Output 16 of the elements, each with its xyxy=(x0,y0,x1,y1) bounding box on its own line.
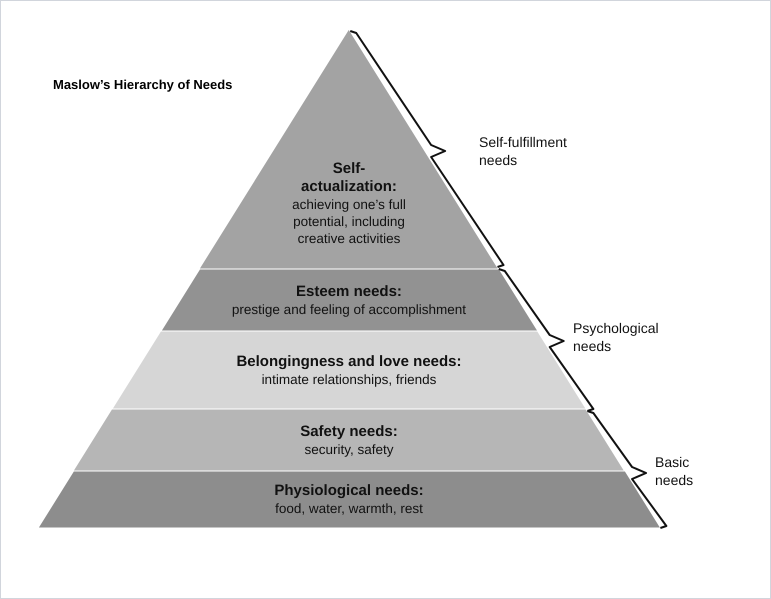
tier-heading: Physiological needs: xyxy=(274,482,424,500)
group-label: Psychological needs xyxy=(573,319,660,355)
tier-heading: Safety needs: xyxy=(300,422,398,440)
pyramid-tier xyxy=(160,269,538,331)
tier-heading: Self-actualization: xyxy=(300,160,398,196)
pyramid-tier xyxy=(73,409,625,471)
tier-description: prestige and feeling of accomplishment xyxy=(232,300,466,318)
group-label: Self-fulfillment needs xyxy=(479,133,568,169)
tier-description: food, water, warmth, rest xyxy=(275,500,423,517)
group-label: Basic needs xyxy=(655,453,694,489)
tier-description: security, safety xyxy=(304,440,394,458)
title: Maslow’s Hierarchy of Needs xyxy=(53,76,232,94)
tier-description: intimate relationships, friends xyxy=(262,370,436,388)
tier-heading: Belongingness and love needs: xyxy=(236,352,462,370)
tier-heading: Esteem needs: xyxy=(296,282,402,300)
tier-description: achieving one’s full potential, including creative activities xyxy=(291,196,407,247)
